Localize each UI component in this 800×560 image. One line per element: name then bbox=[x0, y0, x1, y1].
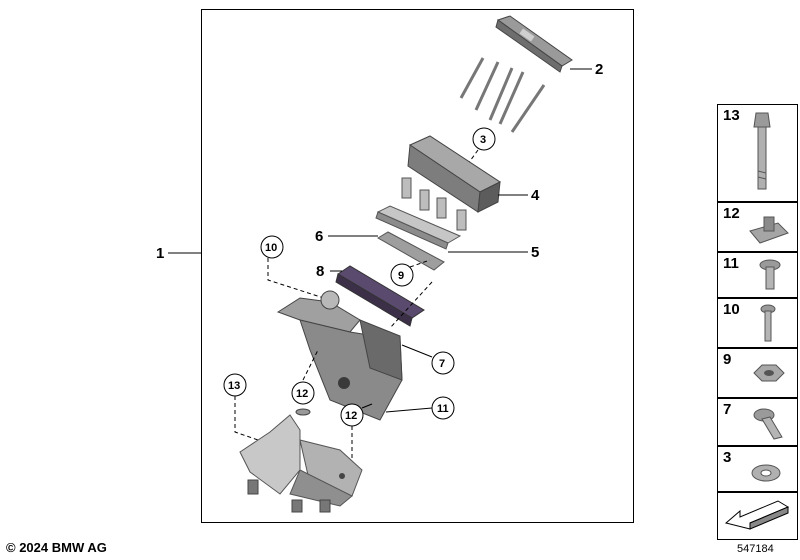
side-cell-12: 12 bbox=[717, 202, 798, 252]
label-4: 4 bbox=[531, 187, 540, 204]
side-cell-9: 9 bbox=[717, 348, 798, 398]
side-label-3: 3 bbox=[723, 449, 732, 466]
diagram-number: 547184 bbox=[737, 543, 774, 555]
screw-10-icon bbox=[760, 304, 776, 342]
rods bbox=[459, 57, 546, 133]
label-13: 13 bbox=[228, 380, 240, 392]
direction-arrow-icon bbox=[724, 500, 790, 530]
part-6-plate bbox=[375, 205, 462, 250]
side-label-12: 12 bbox=[723, 205, 740, 222]
label-3: 3 bbox=[480, 134, 486, 146]
label-9: 9 bbox=[398, 270, 404, 282]
clip-nut-12-icon bbox=[749, 216, 789, 244]
part-2-plate bbox=[495, 15, 573, 73]
screw-7-icon bbox=[753, 408, 783, 440]
screw-11-icon bbox=[759, 259, 781, 290]
main-bracket bbox=[276, 290, 403, 421]
nut-9-icon bbox=[753, 364, 785, 382]
side-cell-arrow bbox=[717, 492, 798, 540]
label-12a: 12 bbox=[296, 388, 308, 400]
label-11: 11 bbox=[437, 403, 449, 415]
bolt-13-icon bbox=[753, 112, 771, 190]
side-label-13: 13 bbox=[723, 107, 740, 124]
spacers bbox=[401, 177, 467, 231]
side-label-11: 11 bbox=[723, 255, 739, 272]
label-2: 2 bbox=[595, 61, 603, 78]
side-cell-10: 10 bbox=[717, 298, 798, 348]
label-7: 7 bbox=[439, 358, 445, 370]
lower-bracket bbox=[239, 414, 363, 513]
side-cell-11: 11 bbox=[717, 252, 798, 298]
side-label-10: 10 bbox=[723, 301, 740, 318]
label-6: 6 bbox=[315, 228, 323, 245]
side-label-7: 7 bbox=[723, 401, 732, 418]
washer-3-icon bbox=[751, 464, 781, 482]
side-cell-3: 3 bbox=[717, 446, 798, 492]
label-1: 1 bbox=[156, 245, 164, 262]
label-10: 10 bbox=[265, 242, 277, 254]
diagram-frame bbox=[201, 9, 634, 523]
label-12b: 12 bbox=[345, 410, 357, 422]
label-5: 5 bbox=[531, 244, 539, 261]
label-8: 8 bbox=[316, 263, 324, 280]
part-5-shaft bbox=[377, 231, 445, 271]
part-4-block bbox=[407, 135, 502, 213]
side-cell-7: 7 bbox=[717, 398, 798, 446]
copyright-text: © 2024 BMW AG bbox=[6, 540, 107, 555]
side-cell-13: 13 bbox=[717, 104, 798, 202]
part-8-pad bbox=[335, 265, 425, 327]
side-label-9: 9 bbox=[723, 351, 732, 368]
